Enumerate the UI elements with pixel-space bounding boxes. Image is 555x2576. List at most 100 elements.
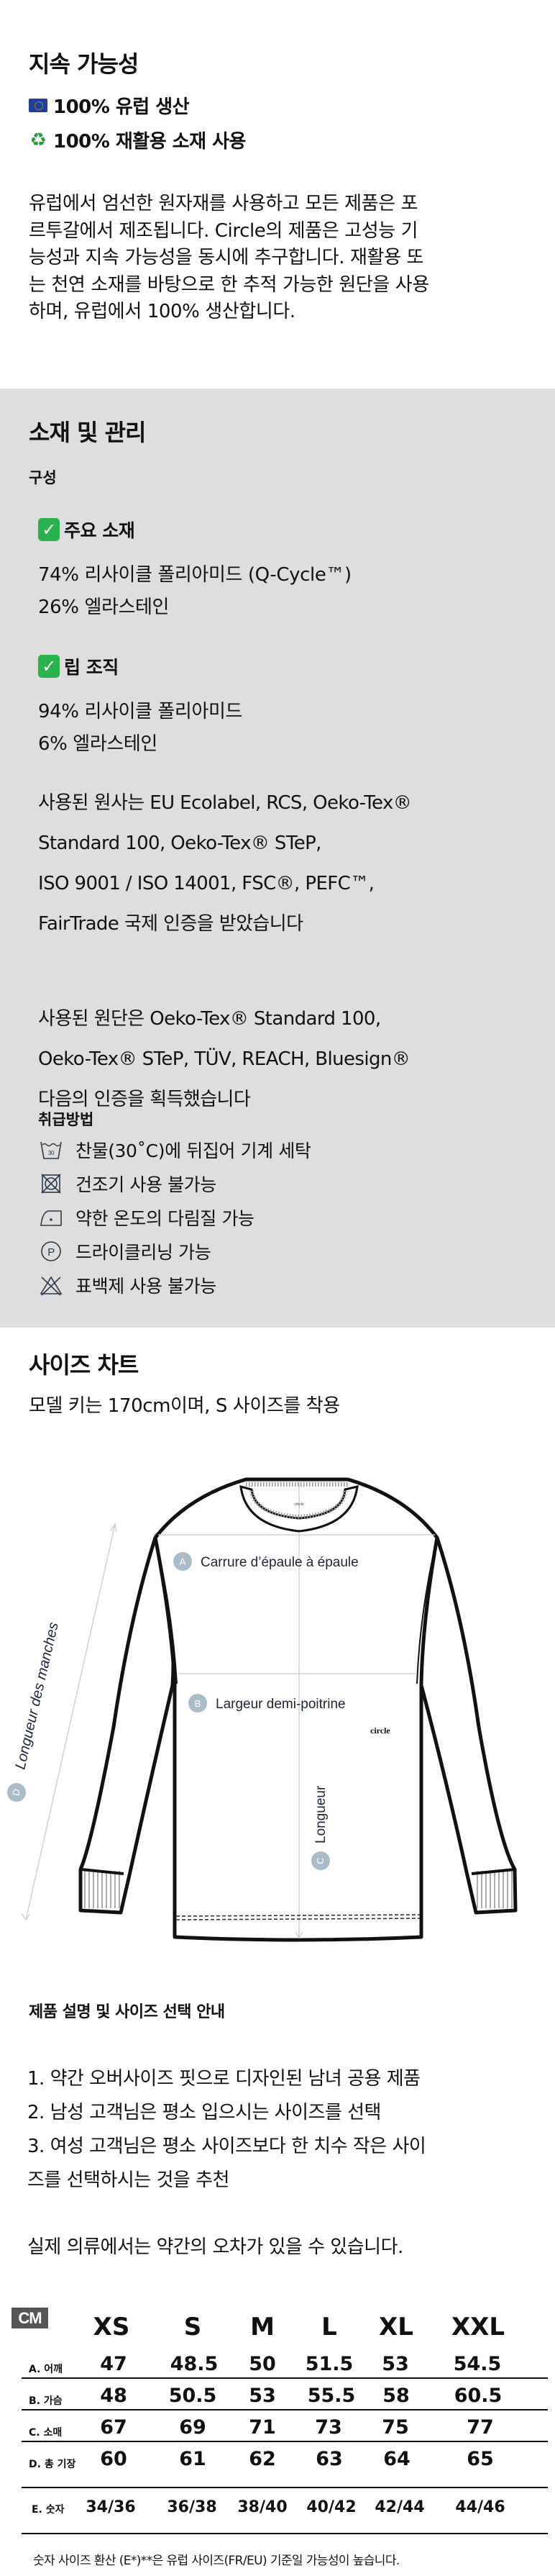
table-cell: 38/40 (237, 2498, 288, 2516)
row-divider (22, 2377, 548, 2379)
row-divider (22, 2409, 548, 2411)
cert-line: 사용된 원사는 EU Ecolabel, RCS, Oeko-Tex® (38, 792, 412, 814)
table-cell: 58 (382, 2385, 410, 2407)
cert-line: Oeko-Tex® STeP, TÜV, REACH, Bluesign® (38, 1048, 410, 1070)
no-tumble-dry-icon (41, 1174, 61, 1194)
label-b: Largeur demi-poitrine (216, 1697, 346, 1712)
guide-line: 2. 남성 고객님은 평소 입으시는 사이즈를 선택 (27, 2102, 381, 2123)
svg-text:B: B (195, 1698, 201, 1709)
size-footnote: 숫자 사이즈 환산 (E*)**은 유럽 사이즈(FR/EU) 기준일 가능성이… (33, 2554, 400, 2568)
table-cell: 53 (249, 2385, 276, 2407)
svg-text:D: D (10, 1788, 22, 1797)
marker-d-icon (7, 1783, 26, 1802)
care-text: 드라이클리닝 가능 (75, 1242, 211, 1263)
svg-text:C: C (315, 1857, 326, 1864)
size-header: M (250, 2313, 275, 2341)
label-d: Longueur des manches (12, 1620, 61, 1771)
material-line: 94% 리사이클 폴리아미드 (38, 701, 242, 722)
guide-line: 즈를 선택하시는 것을 추천 (27, 2169, 229, 2191)
care-text: 찬물(30˚C)에 뒤집어 기계 세탁 (75, 1140, 311, 1161)
size-header: L (321, 2313, 337, 2341)
recycled-material-badge: ♻ 100% 재활용 소재 사용 (29, 127, 247, 153)
table-cell: 48 (100, 2385, 127, 2407)
table-cell: 53 (382, 2353, 409, 2375)
table-cell: 61 (179, 2448, 206, 2470)
row-label: C. 소매 (29, 2427, 63, 2439)
table-cell: 34/36 (86, 2498, 136, 2516)
size-header: XL (379, 2313, 413, 2341)
iron-low-icon (40, 1210, 62, 1226)
table-cell: 64 (383, 2448, 410, 2470)
composition-label: 구성 (29, 469, 57, 486)
material-line: 26% 엘라스테인 (38, 597, 170, 618)
care-item-iron: 약한 온도의 다림질 가능 (40, 1205, 254, 1230)
table-cell: 75 (382, 2416, 409, 2439)
row-divider (22, 2533, 548, 2534)
table-cell: 44/46 (455, 2498, 505, 2516)
table-cell: 40/42 (306, 2498, 357, 2516)
table-cell: 47 (100, 2353, 127, 2375)
table-cell: 48.5 (170, 2353, 219, 2375)
label-c: Longueur (313, 1785, 329, 1843)
rib-material-heading: ✓ 립 조직 (38, 653, 119, 679)
fabric-certifications: 사용된 원단은 Oeko-Tex® Standard 100, Oeko-Tex… (38, 999, 541, 1120)
cert-line: 다음의 인증을 획득했습니다 (38, 1089, 251, 1110)
table-cell: 65 (467, 2448, 494, 2470)
sustainability-section: 지속 가능성 100% 유럽 생산 ♻ 100% 재활용 소재 사용 유럽에서 … (0, 0, 555, 389)
table-cell: 50 (249, 2353, 276, 2375)
group-title: 립 조직 (64, 657, 119, 678)
row-label: A. 어깨 (29, 2364, 63, 2375)
care-text: 건조기 사용 불가능 (75, 1174, 216, 1195)
row-label: E. 숫자 (32, 2504, 65, 2516)
eu-flag-icon (29, 99, 47, 112)
table-cell: 60 (100, 2448, 127, 2470)
badge-label: 100% 재활용 소재 사용 (53, 131, 246, 153)
guide-line: 3. 여성 고객님은 평소 사이즈보다 한 치수 작은 사이 (27, 2136, 426, 2157)
table-cell: 77 (467, 2416, 494, 2439)
svg-text:A: A (180, 1556, 186, 1567)
recycle-icon: ♻ (29, 129, 47, 151)
table-cell: 71 (249, 2416, 276, 2439)
marker-a-icon (173, 1552, 192, 1571)
table-cell: 60.5 (454, 2385, 503, 2407)
care-item-wash: 30 찬물(30˚C)에 뒤집어 기계 세탁 (40, 1137, 311, 1163)
table-cell: 50.5 (168, 2385, 217, 2407)
cert-line: 사용된 원단은 Oeko-Tex® Standard 100, (38, 1008, 381, 1030)
materials-care-section: 소재 및 관리 구성 ✓ 주요 소재 74% 리사이클 폴리아미드 (Q-Cyc… (0, 389, 555, 1328)
marker-c-icon (311, 1851, 330, 1870)
badge-label: 100% 유럽 생산 (53, 96, 190, 118)
yarn-certifications: 사용된 원사는 EU Ecolabel, RCS, Oeko-Tex® Stan… (38, 783, 541, 944)
care-item-bleach: 표백제 사용 불가능 (40, 1272, 216, 1298)
check-icon: ✓ (38, 655, 60, 678)
tolerance-note: 실제 의류에서는 약간의 오차가 있을 수 있습니다. (27, 2236, 403, 2258)
size-header: S (183, 2313, 202, 2341)
table-cell: 62 (249, 2448, 276, 2470)
svg-text:30: 30 (48, 1150, 55, 1156)
sweater-measurement-diagram: circle circle A Carrure d’épaule à épaul… (7, 1477, 518, 1942)
description-line: 하며, 유럽에서 100% 생산합니다. (29, 301, 295, 322)
model-note: 모델 키는 170cm이며, S 사이즈를 착용 (29, 1395, 340, 1417)
care-item-dry: 건조기 사용 불가능 (40, 1171, 216, 1197)
row-label: B. 가슴 (29, 2395, 63, 2407)
cert-line: FairTrade 국제 인증을 받았습니다 (38, 913, 303, 935)
check-icon: ✓ (38, 518, 60, 541)
table-cell: 69 (179, 2416, 206, 2439)
row-divider (22, 2487, 548, 2488)
made-in-europe-badge: 100% 유럽 생산 (29, 92, 190, 119)
guide-line: 1. 약간 오버사이즈 핏으로 디자인된 남녀 공용 제품 (27, 2068, 421, 2090)
size-chart-title: 사이즈 차트 (29, 1351, 139, 1379)
table-cell: 63 (316, 2448, 343, 2470)
table-cell: 67 (100, 2416, 127, 2439)
wash-30-icon: 30 (40, 1141, 62, 1159)
dry-clean-p-icon: P (41, 1241, 61, 1261)
main-material-heading: ✓ 주요 소재 (38, 517, 135, 543)
table-cell: 54.5 (453, 2353, 502, 2375)
material-line: 74% 리사이클 폴리아미드 (Q-Cycle™) (38, 564, 352, 586)
cert-line: Standard 100, Oeko-Tex® STeP, (38, 833, 321, 854)
care-text: 약한 온도의 다림질 가능 (75, 1208, 254, 1229)
description-line: 능성과 지속 가능성을 동시에 추구합니다. 재활용 또 (29, 247, 423, 268)
description-line: 유럽에서 엄선한 원자재를 사용하고 모든 제품은 포 (29, 193, 418, 214)
table-cell: 42/44 (375, 2498, 425, 2516)
size-guide-title: 제품 설명 및 사이즈 선택 안내 (29, 2003, 225, 2021)
